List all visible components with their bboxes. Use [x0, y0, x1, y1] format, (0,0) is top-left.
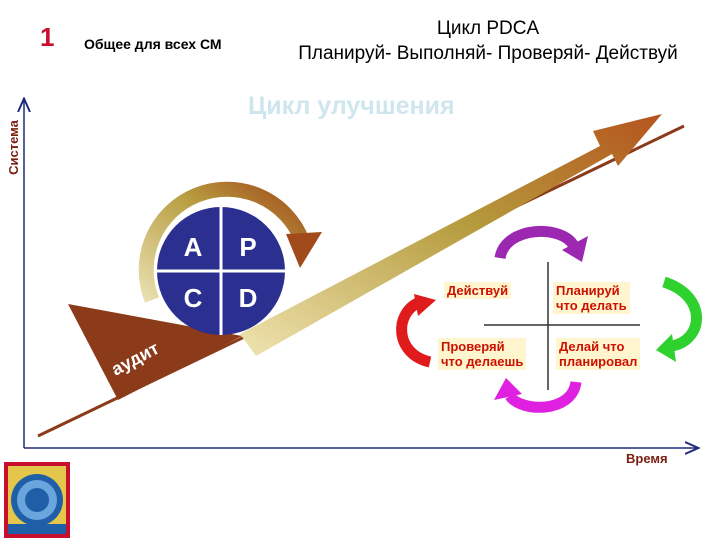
quadrant-do: Делай что планировал [556, 338, 640, 370]
x-axis-label: Время [626, 451, 668, 466]
pdca-ring-arrowhead [286, 232, 322, 268]
quadrant-check: Проверяй что делаешь [438, 338, 526, 370]
green-cycle-arrow [664, 282, 697, 346]
quadrant-check-line2: что делаешь [441, 354, 523, 369]
pdca-letter-a: A [184, 232, 203, 262]
quadrant-do-line1: Делай что [559, 339, 637, 354]
quadrant-plan: Планируй что делать [553, 282, 630, 314]
magenta-cycle-arrow [510, 382, 576, 407]
quadrant-act-text: Действуй [447, 283, 508, 298]
purple-cycle-arrow [500, 231, 574, 258]
emblem-logo [2, 460, 72, 540]
quadrant-do-line2: планировал [559, 354, 637, 369]
red-cycle-arrow [402, 302, 430, 362]
green-arrowhead [656, 334, 676, 362]
quadrant-plan-line2: что делать [556, 298, 627, 313]
quadrant-check-line1: Проверяй [441, 339, 523, 354]
quadrant-act: Действуй [444, 282, 511, 299]
pdca-letter-p: P [239, 232, 256, 262]
quadrant-plan-line1: Планируй [556, 283, 627, 298]
pdca-letter-c: C [184, 283, 203, 313]
pdca-letter-d: D [239, 283, 258, 313]
red-arrowhead [414, 294, 436, 316]
y-axis-label: Система [6, 120, 21, 175]
